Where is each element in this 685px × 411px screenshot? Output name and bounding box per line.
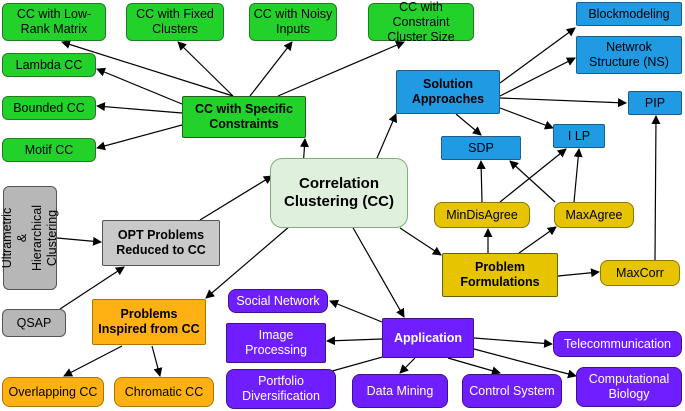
maxagree-node[interactable]: MaxAgree [554, 202, 634, 228]
edge-inspired-to-overlapping [63, 345, 123, 377]
center-node[interactable]: Correlation Clustering (CC) [270, 158, 408, 228]
chromatic-cc-node[interactable]: Chromatic CC [114, 377, 214, 407]
network-structure-node[interactable]: Netwrok Structure (NS) [576, 36, 682, 74]
motif-cc-node[interactable]: Motif CC [2, 138, 96, 162]
qsap-node[interactable]: QSAP [2, 309, 66, 337]
edge-constraints-to-noisy [249, 41, 293, 97]
opt-problems-node[interactable]: OPT Problems Reduced to CC [102, 220, 220, 266]
edge-app-to-image [326, 336, 383, 346]
maxcorr-node[interactable]: MaxCorr [600, 260, 680, 286]
edge-app-to-social [329, 299, 383, 323]
edge-app-to-biology [473, 348, 577, 379]
edge-app-to-datamining [399, 357, 416, 374]
edge-solutions-to-blockmodeling [499, 27, 576, 84]
edge-solutions-to-ilp [499, 107, 554, 130]
ultrametric-hierarchical-node[interactable]: Ultrametric & Hierarchical Clustering [0, 186, 59, 290]
application-node[interactable]: Application [382, 318, 474, 358]
edge-solutions-to-pip [499, 97, 627, 108]
solution-approaches-node[interactable]: Solution Approaches [396, 70, 500, 114]
overlapping-cc-node[interactable]: Overlapping CC [2, 377, 104, 407]
edge-constraints-to-csize [277, 41, 405, 97]
edge-center-to-solutions [373, 113, 397, 166]
mindisagree-node[interactable]: MinDisAgree [434, 202, 530, 228]
edge-app-to-telecom [473, 337, 553, 348]
bounded-cc-node[interactable]: Bounded CC [2, 96, 96, 120]
telecommunication-node[interactable]: Telecommunication [553, 331, 682, 357]
edge-maxagree-to-ilp [573, 148, 583, 203]
low-rank-matrix-node[interactable]: CC with Low- Rank Matrix [2, 3, 106, 41]
edge-mindis-to-ilp [499, 148, 567, 203]
edge-center-to-application [351, 225, 405, 318]
edge-constraints-to-lambda [96, 67, 183, 105]
image-processing-node[interactable]: Image Processing [226, 323, 326, 363]
edge-maxagree-to-sdp [509, 160, 556, 203]
ultrametric-label: Ultrametric & Hierarchical Clustering [0, 205, 59, 271]
computational-biology-node[interactable]: Computational Biology [576, 367, 682, 407]
edge-center-to-inspired [205, 225, 291, 299]
edge-formulations-to-maxagree [518, 226, 557, 254]
constraint-cluster-size-node[interactable]: CC with Constraint Cluster Size [368, 0, 474, 44]
specific-constraints-node[interactable]: CC with Specific Constraints [182, 96, 306, 138]
lambda-cc-node[interactable]: Lambda CC [2, 53, 96, 77]
problems-inspired-node[interactable]: Problems Inspired from CC [92, 299, 206, 345]
edge-solutions-to-sdp [455, 113, 482, 136]
edge-maxcorr-to-pip [651, 115, 661, 261]
edge-constraints-to-lowrank [61, 40, 234, 97]
ilp-node[interactable]: I LP [553, 124, 605, 148]
edge-qsap-to-opt [59, 266, 125, 310]
edge-inspired-to-chromatic [151, 345, 163, 377]
edge-formulations-to-maxcorr [557, 268, 600, 278]
portfolio-diversification-node[interactable]: Portfolio Diversification [226, 369, 336, 409]
edge-constraints-to-motif [96, 124, 183, 151]
fixed-clusters-node[interactable]: CC with Fixed Clusters [126, 3, 224, 41]
edge-constraints-to-fixed [177, 41, 234, 97]
edge-mindis-to-sdp [476, 160, 486, 203]
edge-solutions-to-ns [499, 57, 576, 97]
edge-center-to-formulations [399, 227, 442, 256]
edge-app-to-control [447, 357, 501, 376]
problem-formulations-node[interactable]: Problem Formulations [442, 253, 558, 297]
edge-ultrametric-to-opt [56, 236, 102, 246]
blockmodeling-node[interactable]: Blockmodeling [576, 2, 682, 26]
control-system-node[interactable]: Control System [462, 374, 562, 408]
sdp-node[interactable]: SDP [441, 136, 521, 160]
pip-node[interactable]: PIP [628, 91, 682, 115]
edge-constraints-to-bounded [96, 102, 183, 114]
data-mining-node[interactable]: Data Mining [352, 374, 448, 408]
social-network-node[interactable]: Social Network [228, 289, 328, 313]
noisy-inputs-node[interactable]: CC with Noisy Inputs [249, 3, 337, 41]
edge-opt-to-center [199, 175, 273, 221]
